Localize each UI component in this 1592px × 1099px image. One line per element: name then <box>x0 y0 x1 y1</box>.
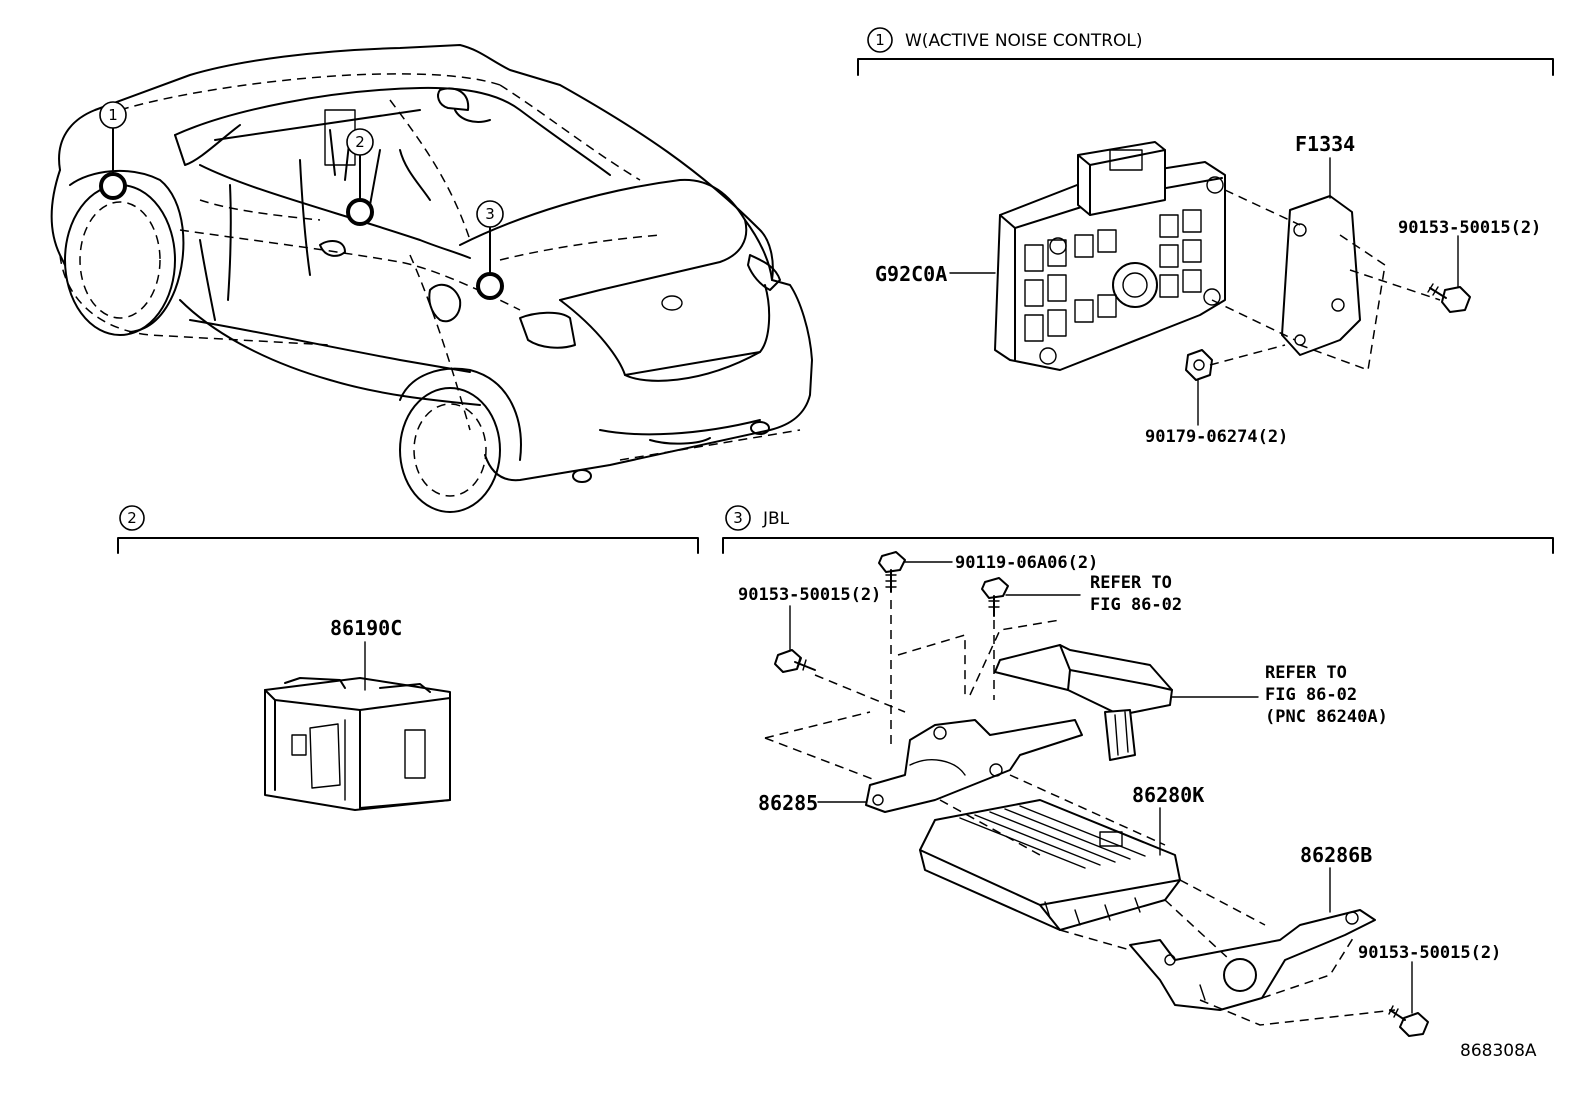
switch-drawing <box>264 677 451 811</box>
part-number-label: 90119-06A06(2) <box>955 553 1098 573</box>
callout-jbl-amplifier: 86280K <box>1132 783 1204 856</box>
car-overview: 1 2 3 <box>50 44 813 513</box>
refer-label: FIG 86-02 <box>1265 685 1357 705</box>
jbl-amplifier-drawing <box>919 799 1181 931</box>
callout-jbl-bracket-lower: 86286B <box>1300 843 1372 913</box>
callout-jbl-bolt-bottom: 90153-50015(2) <box>1358 943 1501 1014</box>
part-number-label: 86190C <box>330 616 402 640</box>
callout-jbl-bracket-upper: 86285 <box>758 791 867 815</box>
section-title: W(ACTIVE NOISE CONTROL) <box>905 31 1143 51</box>
part-number-label: 86285 <box>758 791 818 815</box>
part-number-label: F1334 <box>1295 132 1355 156</box>
part-number-label: 90153-50015(2) <box>1398 218 1541 238</box>
jbl-referenced-module-drawing <box>994 644 1173 761</box>
callout-switch: 86190C <box>330 616 402 691</box>
jbl-bolt-center-drawing <box>981 577 1009 617</box>
anc-bracket-drawing <box>1281 195 1361 356</box>
section-3-header: 3 JBL <box>725 505 790 531</box>
section-3-bracket <box>722 537 1554 554</box>
callout-anc-bracket: F1334 <box>1295 132 1355 199</box>
section-3-jbl: 3 JBL <box>722 505 1554 1037</box>
section-title: JBL <box>762 509 790 529</box>
location-marker-3: 3 <box>476 200 504 300</box>
refer-label: (PNC 86240A) <box>1265 707 1388 727</box>
callout-jbl-bolt-top: 90119-06A06(2) <box>904 553 1098 573</box>
callout-jbl-bolt-left: 90153-50015(2) <box>738 585 881 651</box>
part-number-label: 90153-50015(2) <box>738 585 881 605</box>
callout-jbl-refer-top: REFER TO FIG 86-02 <box>1005 573 1182 615</box>
location-marker-2: 2 <box>346 128 374 226</box>
refer-label: REFER TO <box>1090 573 1172 593</box>
marker-number: 3 <box>485 205 495 223</box>
location-marker-1: 1 <box>99 101 127 200</box>
section-1-header: 1 W(ACTIVE NOISE CONTROL) <box>867 27 1143 53</box>
jbl-bolt-left-drawing <box>774 649 816 673</box>
section-1-bracket <box>857 58 1554 76</box>
refer-label: REFER TO <box>1265 663 1347 683</box>
callout-jbl-refer-right: REFER TO FIG 86-02 (PNC 86240A) <box>1171 663 1388 727</box>
section-2-bracket <box>117 537 699 554</box>
refer-label: FIG 86-02 <box>1090 595 1182 615</box>
part-number-label: 90153-50015(2) <box>1358 943 1501 963</box>
anc-nut-drawing <box>1185 349 1213 381</box>
section-number: 3 <box>733 509 743 527</box>
section-2-header: 2 <box>119 505 145 531</box>
section-1-active-noise-control: 1 W(ACTIVE NOISE CONTROL) <box>857 27 1554 447</box>
part-number-label: G92C0A <box>875 262 947 286</box>
anc-module-drawing <box>994 141 1226 371</box>
marker-number: 2 <box>355 133 365 151</box>
callout-anc-nut: 90179-06274(2) <box>1145 379 1288 447</box>
part-number-label: 86280K <box>1132 783 1204 807</box>
jbl-bracket-lower-drawing <box>1129 909 1376 1011</box>
jbl-bracket-upper-drawing <box>865 719 1083 813</box>
jbl-bolt-top-drawing <box>878 551 906 593</box>
part-number-label: 86286B <box>1300 843 1372 867</box>
callout-anc-bolt: 90153-50015(2) <box>1398 218 1541 288</box>
anc-bolt-drawing <box>1427 283 1471 313</box>
section-number: 2 <box>127 509 137 527</box>
marker-number: 1 <box>108 106 118 124</box>
figure-id: 868308A <box>1460 1041 1537 1061</box>
callout-anc-module: G92C0A <box>875 262 996 286</box>
part-number-label: 90179-06274(2) <box>1145 427 1288 447</box>
section-2-switch: 2 86190C <box>117 505 699 811</box>
section-number: 1 <box>875 31 885 49</box>
